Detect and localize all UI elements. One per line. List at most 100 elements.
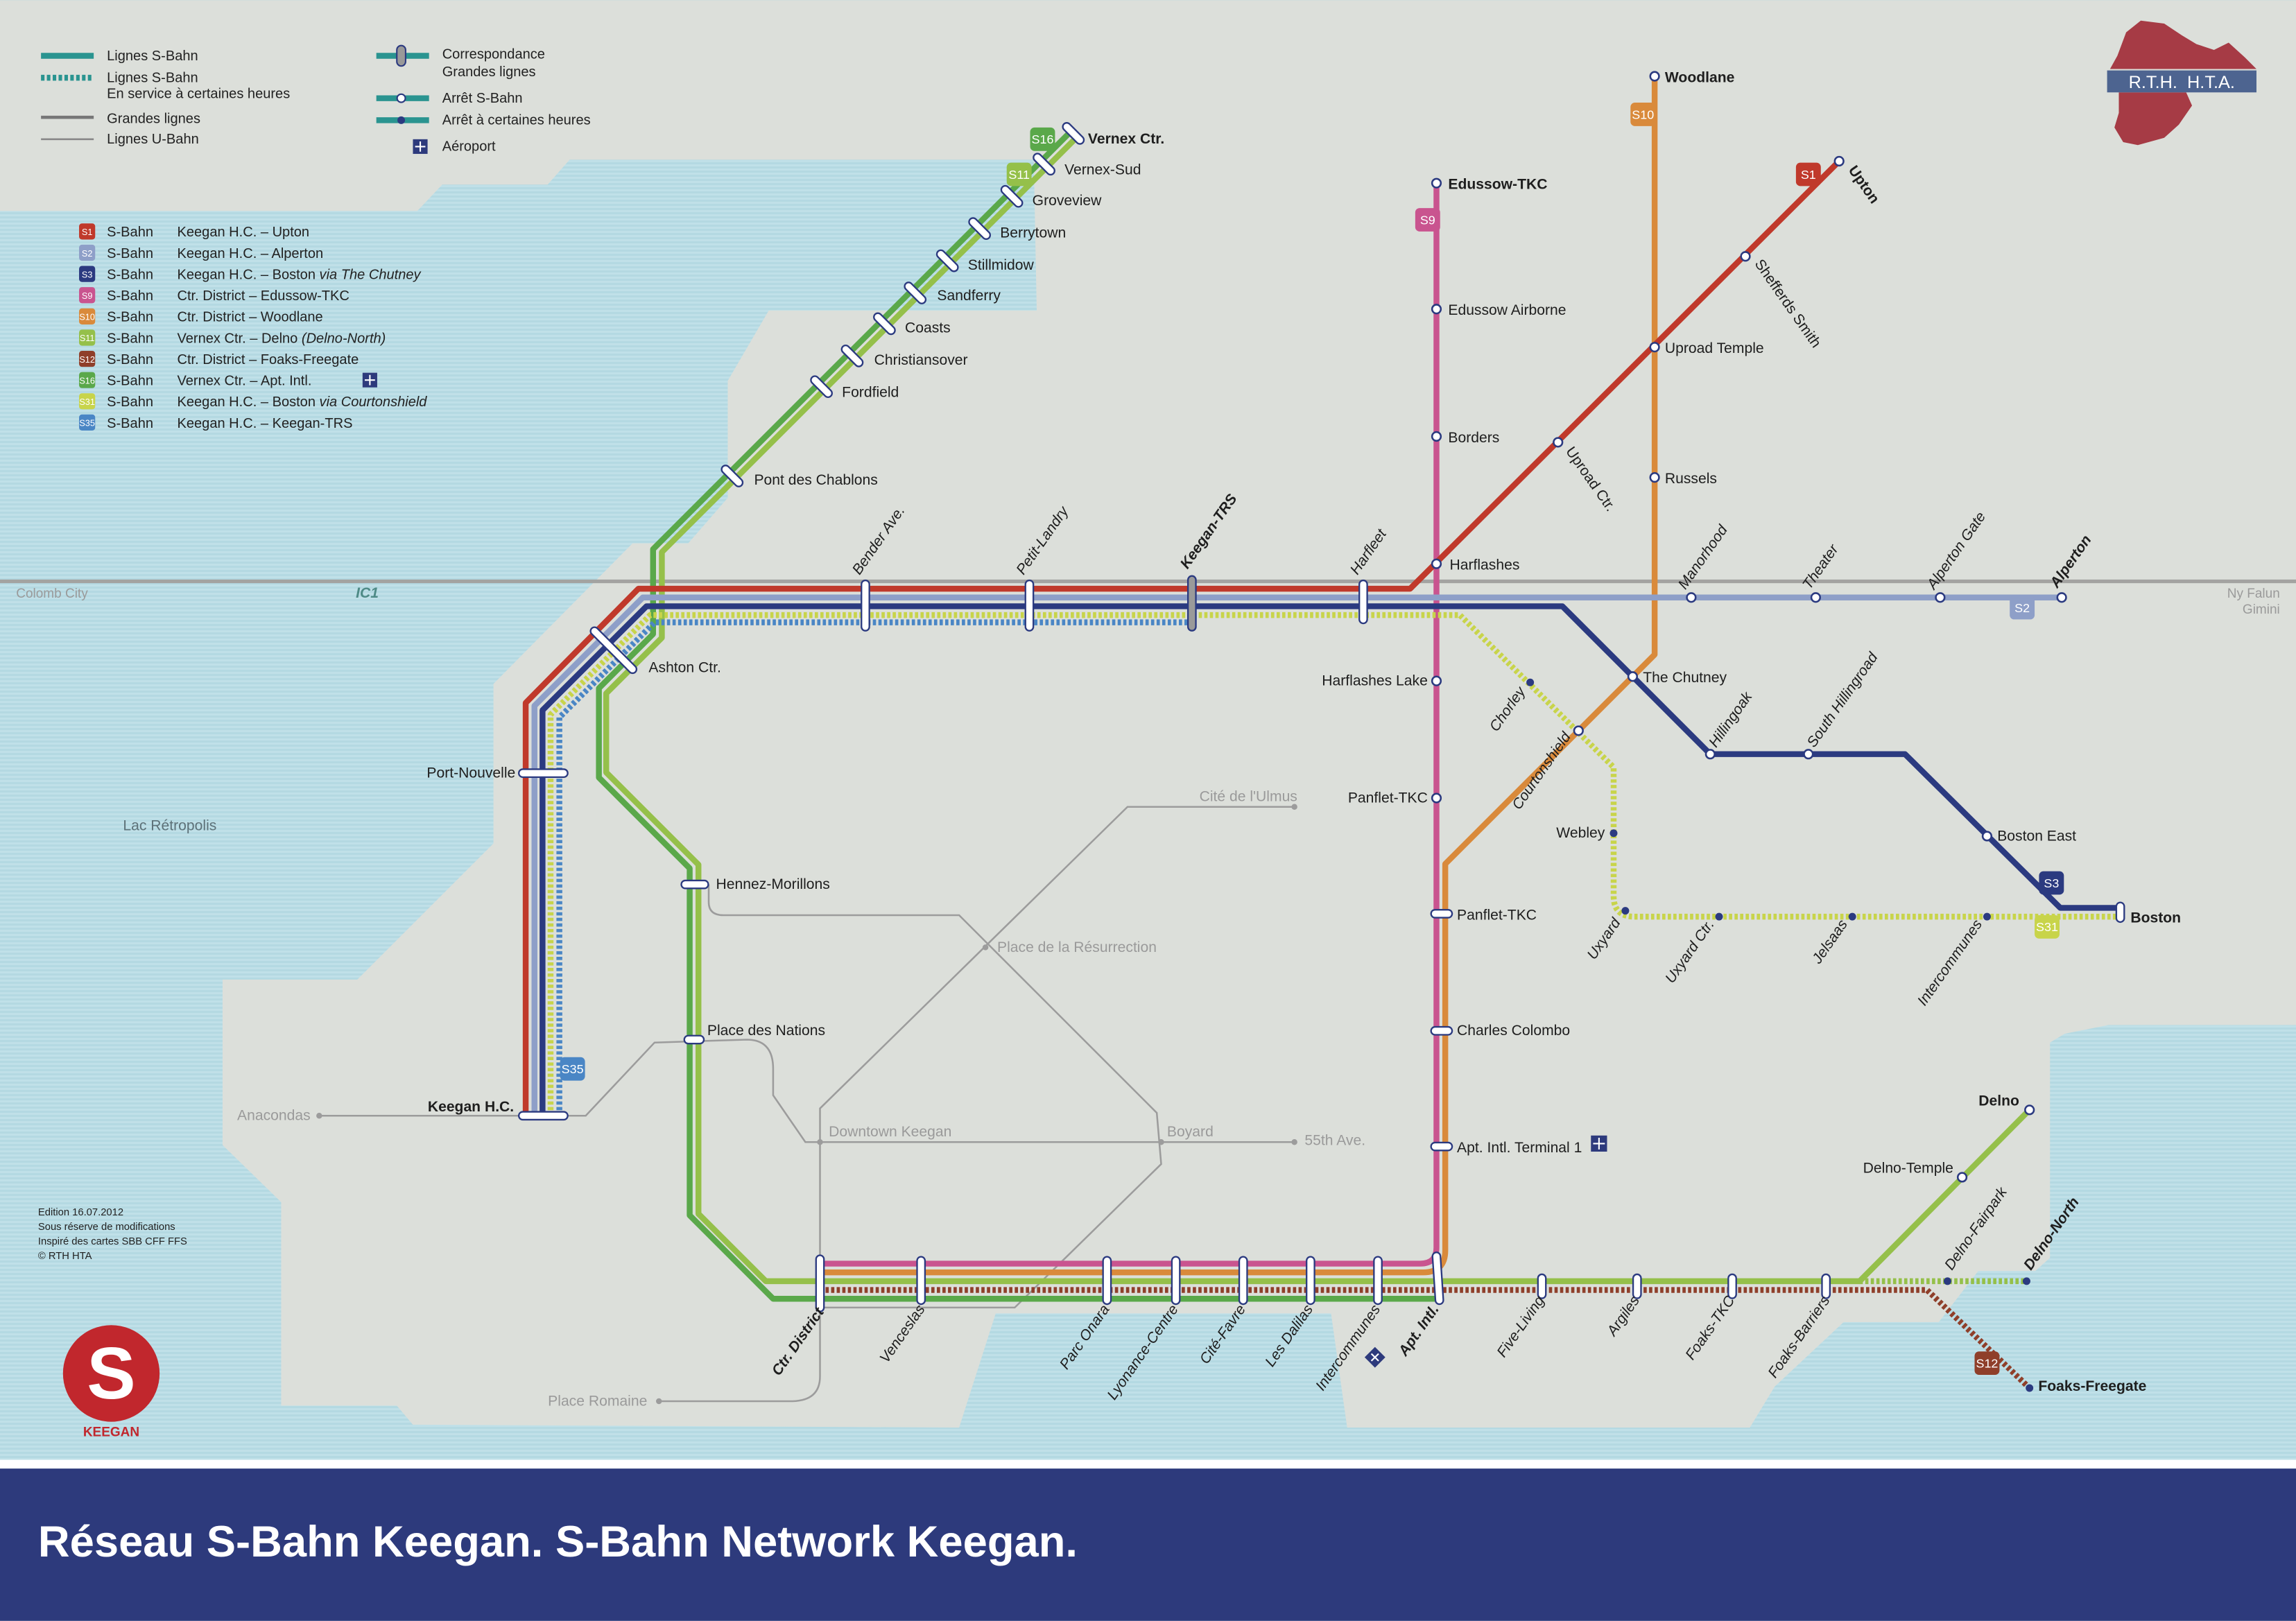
edition-line: Sous réserve de modifications — [38, 1222, 175, 1233]
partial-stop-marker[interactable] — [1715, 912, 1723, 921]
ubahn-station-marker[interactable] — [1291, 804, 1297, 810]
edition-line: Inspiré des cartes SBB CFF FFS — [38, 1236, 187, 1247]
line-badge-s31[interactable]: S31 — [2035, 914, 2060, 939]
station-marker[interactable] — [2056, 592, 2067, 603]
ubahn-station-marker[interactable] — [817, 1139, 823, 1145]
line-badge-s10[interactable]: S10 — [1630, 103, 1656, 126]
station-marker[interactable] — [968, 217, 992, 241]
ubahn-line — [707, 884, 1162, 1309]
route-badge — [79, 329, 96, 346]
airport-icon — [1364, 1346, 1386, 1368]
station-marker[interactable] — [589, 626, 638, 675]
partial-stop-marker[interactable] — [2026, 1384, 2034, 1392]
ic1-logo: IC1 — [356, 585, 379, 601]
legend-stop: Arrêt S-Bahn — [442, 91, 523, 106]
line-badge-s9[interactable]: S9 — [1415, 208, 1440, 232]
station-marker[interactable] — [1431, 792, 1442, 804]
route-badge-label: S12 — [79, 355, 95, 365]
station-label-keegan-hc: Keegan H.C. — [428, 1099, 514, 1115]
airport-icon — [1591, 1135, 1607, 1152]
edition-info: Edition 16.07.2012 Sous réserve de modif… — [38, 1207, 187, 1262]
station-marker[interactable] — [904, 281, 927, 304]
station-marker[interactable] — [1956, 1172, 1968, 1183]
station-marker[interactable] — [1810, 592, 1821, 603]
line-s1 — [522, 159, 1842, 1116]
station-marker[interactable] — [1000, 184, 1024, 208]
line-badge-s2[interactable]: S2 — [2010, 596, 2035, 620]
station-marker[interactable] — [1935, 592, 1946, 603]
ubahn-station-marker[interactable] — [1158, 1139, 1164, 1145]
station-marker[interactable] — [1431, 675, 1442, 686]
station-marker[interactable] — [1649, 71, 1660, 82]
station-label-boston-east: Boston East — [1997, 828, 2076, 844]
station-marker[interactable] — [1649, 342, 1660, 353]
station-marker[interactable] — [1062, 122, 1085, 145]
ubahn-line — [319, 1039, 1295, 1143]
ubahn-station-marker[interactable] — [1291, 1139, 1297, 1145]
partial-stop-marker[interactable] — [1943, 1277, 1951, 1285]
ubahn-station-marker[interactable] — [316, 1113, 322, 1119]
station-marker[interactable] — [1431, 177, 1442, 189]
station-marker[interactable] — [1033, 153, 1055, 176]
station-marker[interactable] — [935, 249, 959, 272]
station-marker[interactable] — [873, 312, 896, 336]
station-marker[interactable] — [1704, 749, 1716, 760]
station-label-vernex-ctr: Vernex Ctr. — [1088, 131, 1164, 147]
route-note: (Delno-North) — [302, 331, 386, 346]
station-label-boyard: Boyard — [1167, 1124, 1214, 1140]
station-marker[interactable] — [1833, 155, 1845, 167]
route-badge — [79, 287, 96, 304]
station-marker[interactable] — [1649, 472, 1660, 483]
legend: Lignes S-Bahn Lignes S-Bahn En service à… — [41, 44, 591, 431]
station-label-downtown-keegan: Downtown Keegan — [829, 1124, 951, 1140]
station-marker[interactable] — [840, 344, 864, 367]
partial-stop-marker[interactable] — [1526, 678, 1535, 686]
partial-stop-marker[interactable] — [1609, 829, 1618, 838]
station-label-sandferry: Sandferry — [937, 288, 1001, 304]
route-badge — [79, 223, 96, 240]
station-marker[interactable] — [1573, 725, 1584, 736]
station-marker[interactable] — [1981, 831, 1993, 842]
station-marker[interactable] — [2024, 1104, 2035, 1116]
line-badge-s3[interactable]: S3 — [2039, 871, 2064, 895]
station-marker[interactable] — [1686, 592, 1697, 603]
route-type: S-Bahn — [107, 310, 153, 325]
place-gimini: Gimini — [2243, 603, 2280, 617]
station-marker[interactable] — [720, 465, 744, 487]
station-marker[interactable] — [1553, 437, 1564, 448]
line-badge-s12[interactable]: S12 — [1974, 1351, 2000, 1376]
badge-label: S12 — [1976, 1356, 1998, 1370]
station-marker[interactable] — [1627, 671, 1639, 682]
line-badge-s1[interactable]: S1 — [1795, 162, 1821, 187]
station-marker[interactable] — [1740, 251, 1751, 262]
line-badge-s35[interactable]: S35 — [560, 1057, 585, 1081]
partial-stop-marker[interactable] — [1983, 912, 1991, 921]
station-marker[interactable] — [1431, 431, 1442, 442]
partial-stop-icon — [397, 116, 406, 124]
badge-label: S9 — [1420, 213, 1435, 227]
route-badge-label: S9 — [82, 291, 92, 301]
route-description: Vernex Ctr. – Apt. Intl. — [178, 374, 312, 389]
route-description: Keegan H.C. – Upton — [178, 225, 310, 240]
ubahn-station-marker[interactable] — [982, 944, 989, 951]
station-label-anacondas: Anacondas — [237, 1108, 311, 1124]
station-marker[interactable] — [1803, 749, 1814, 760]
route-type: S-Bahn — [107, 246, 153, 261]
station-label-uproad-temple: Uproad Temple — [1665, 340, 1764, 356]
line-badge-s16[interactable]: S16 — [1030, 127, 1055, 151]
station-marker[interactable] — [1431, 558, 1442, 569]
station-label-charles-colombo: Charles Colombo — [1457, 1023, 1570, 1039]
partial-stop-marker[interactable] — [2022, 1277, 2030, 1285]
partial-stop-marker[interactable] — [1621, 907, 1630, 915]
line-badge-s11[interactable]: S11 — [1006, 162, 1032, 187]
station-marker[interactable] — [1431, 1251, 1444, 1306]
airport-icon — [362, 372, 377, 388]
ubahn-station-marker[interactable] — [656, 1398, 662, 1405]
route-badge-label: S2 — [82, 249, 92, 259]
station-marker[interactable] — [1431, 304, 1442, 315]
legend-mainline: Grandes lignes — [107, 112, 200, 127]
station-marker[interactable] — [810, 375, 833, 399]
partial-stop-marker[interactable] — [1848, 912, 1856, 921]
